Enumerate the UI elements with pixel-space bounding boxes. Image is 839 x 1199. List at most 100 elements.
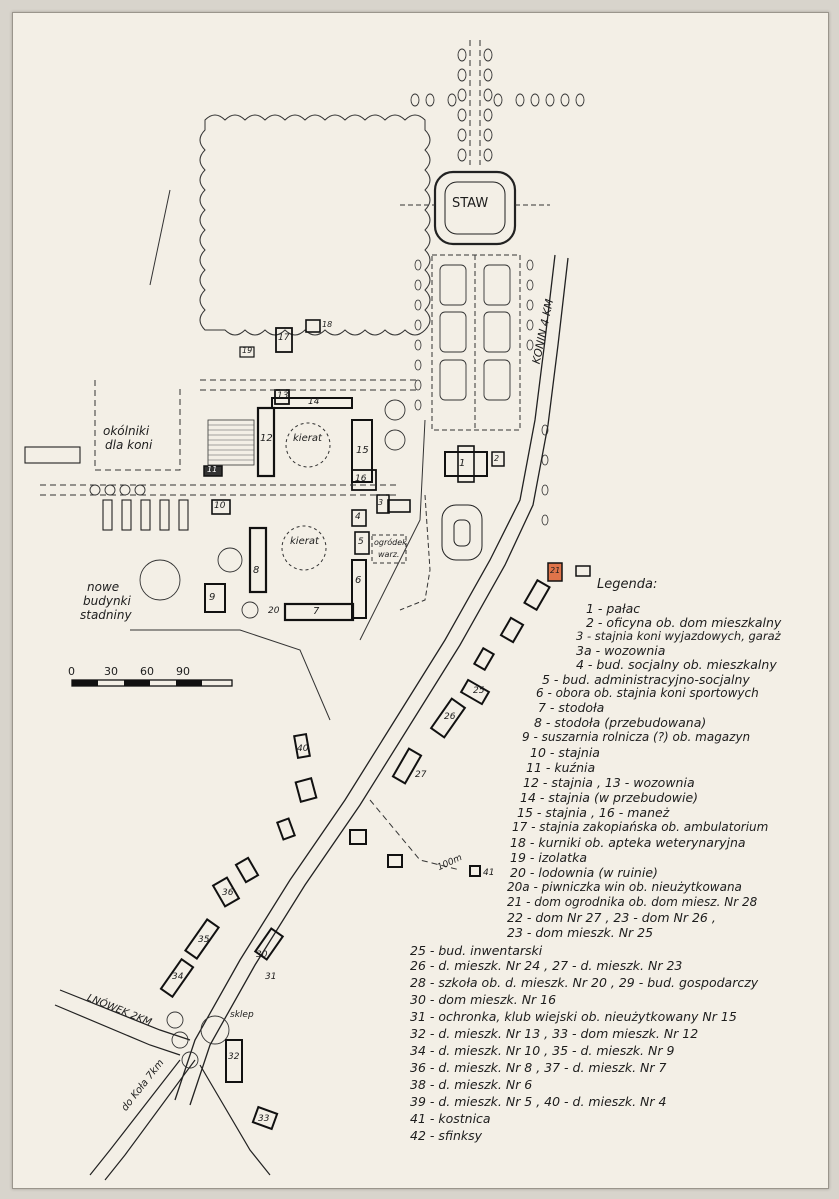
palace-lawn-inner [453, 519, 471, 547]
building-1-palace [444, 451, 488, 477]
palace-lawn [441, 504, 483, 561]
road-konin-right [189, 257, 569, 1106]
road-kolo-1 [89, 1059, 181, 1176]
building-number: 32 [228, 1052, 240, 1062]
building-number: 30 [256, 950, 268, 960]
building-7 [283, 602, 355, 622]
building-9 [204, 583, 226, 613]
building-16 [351, 469, 377, 491]
building-number: 31 [265, 972, 277, 982]
building-number: 27 [415, 770, 427, 780]
building-11 [203, 465, 223, 477]
building-10 [211, 499, 231, 515]
building-number: 40 [297, 744, 309, 754]
building-number: 13 [277, 391, 289, 401]
building-number: 3 [378, 498, 384, 507]
building-number: 15 [356, 445, 369, 456]
building-6 [351, 559, 367, 619]
building-number: 33 [258, 1114, 270, 1124]
pond-label: STAW [452, 196, 489, 211]
road-south-east [199, 1064, 271, 1176]
building-number: 35 [198, 935, 210, 945]
building-21b [575, 565, 591, 577]
building-4 [351, 509, 367, 527]
building-number: 19 [242, 346, 253, 355]
pond-inner [444, 181, 506, 235]
building-2 [491, 451, 505, 467]
kierat-label-1: kierat [293, 433, 322, 444]
building-19 [239, 346, 255, 358]
building-8 [248, 526, 268, 594]
building-number: 12 [260, 433, 273, 444]
paddocks-label-1: okólniki [103, 424, 150, 438]
building-number: 2 [494, 454, 500, 463]
building-number: 25 [473, 686, 485, 696]
kierat-circle-1 [285, 422, 331, 468]
building-15 [351, 419, 373, 483]
scale-tick-0: 0 [68, 665, 75, 678]
building-number: 16 [355, 474, 367, 484]
building-number: 36 [222, 888, 234, 898]
building-hatched [207, 419, 255, 466]
lower-fence [130, 629, 331, 721]
building-number: 41 [483, 868, 495, 878]
building-17b [275, 327, 293, 353]
palace-path [399, 494, 431, 611]
paddocks [24, 446, 189, 531]
road-kolo-2 [104, 1059, 196, 1181]
map-sheet [12, 12, 829, 1189]
building-number: 7 [313, 606, 320, 617]
park-boundary-east [359, 419, 426, 641]
scattered-trees [89, 399, 406, 1069]
garden-parterres [439, 264, 511, 401]
road-konin-left [174, 254, 556, 1101]
building-18 [305, 319, 321, 333]
building-number: 21 [550, 566, 561, 575]
building-number: 26 [444, 712, 456, 722]
building-number: 18 [322, 320, 333, 329]
garden-tree-rows [414, 259, 549, 526]
building-number: 9 [209, 592, 216, 603]
new-buildings-label-2: budynki [83, 594, 131, 608]
new-buildings-label-3: stadniny [80, 608, 132, 622]
formal-garden [431, 254, 521, 431]
building-number: 5 [358, 537, 364, 547]
building-number: 17 [278, 333, 290, 343]
garden-label-2: warz. [378, 550, 400, 559]
paddocks-label-2: dla koni [105, 438, 153, 452]
scale-tick-60: 60 [140, 665, 154, 678]
hatch-lines [208, 424, 254, 461]
vegetable-garden [371, 534, 407, 564]
building-number: 10 [214, 501, 226, 511]
avenue-trees [410, 48, 585, 162]
scale-tick-90: 90 [176, 665, 190, 678]
park-edge-line [149, 189, 171, 286]
kierat-label-2: kierat [290, 536, 319, 547]
building-number: 6 [355, 575, 362, 586]
scale-bar [71, 679, 233, 687]
building-number: 11 [207, 465, 218, 474]
new-buildings-label-1: nowe [87, 580, 120, 594]
building-number: 4 [355, 512, 361, 522]
scale-tick-30: 30 [104, 665, 118, 678]
building-number: 14 [308, 397, 320, 407]
building-number: 1 [459, 458, 466, 469]
kierat-circle-2 [281, 525, 327, 571]
building-21-highlight [547, 562, 563, 582]
building-3 [387, 499, 411, 513]
shop-label: sklep [230, 1010, 254, 1020]
road-lnowek-1 [59, 989, 191, 1041]
building-number: 8 [253, 565, 260, 576]
building-14 [271, 397, 353, 409]
garden-label-1: ogródek [374, 538, 407, 547]
building-5 [354, 531, 370, 555]
paddock-fence [94, 380, 181, 471]
pond [433, 170, 517, 246]
village-buildings [159, 578, 551, 1131]
building-1-wing [457, 445, 475, 483]
park-outline [199, 114, 431, 336]
road-lnowek-2 [54, 1004, 181, 1056]
building-number: 34 [172, 972, 184, 982]
path-to-mortuary [369, 799, 461, 871]
